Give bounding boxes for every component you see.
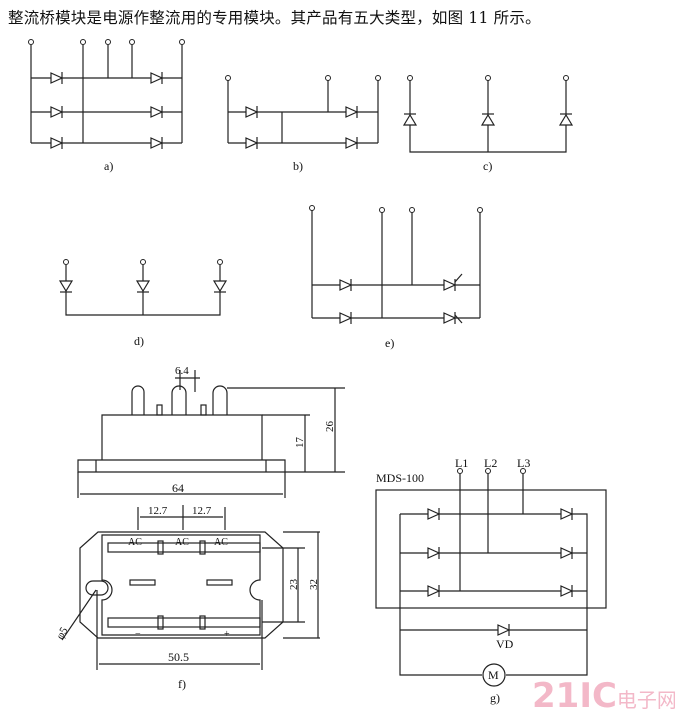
- pin-ac-3: AC: [214, 537, 228, 548]
- dim-hole-diameter: φ5: [54, 625, 71, 642]
- circuit-e: e): [309, 205, 483, 350]
- label-d: d): [134, 334, 144, 348]
- circuit-g: MDS-100 L1 L2 L3 VD M g): [375, 456, 607, 705]
- pin-ac-2: AC: [175, 537, 189, 548]
- dim-spacing-1: 12.7: [148, 505, 168, 517]
- dim-hole-distance: 50.5: [168, 650, 189, 664]
- module-name: MDS-100: [376, 471, 424, 485]
- terminal-l1: L1: [455, 456, 468, 470]
- dim-length: 64: [172, 481, 184, 495]
- motor: M: [488, 668, 499, 682]
- dim-width-inner: 23: [288, 579, 300, 591]
- terminal-l3: L3: [517, 456, 530, 470]
- module-side-view: 6.4 17 26 64: [77, 365, 345, 498]
- dim-width-total: 32: [308, 579, 320, 590]
- dim-pin-pitch: 6.4: [175, 365, 189, 377]
- label-e: e): [385, 336, 394, 350]
- terminal-l2: L2: [484, 456, 497, 470]
- pin-plus: +: [224, 629, 230, 640]
- dim-height-body: 17: [294, 437, 306, 449]
- circuit-a: a): [28, 39, 185, 173]
- circuit-c: c): [403, 75, 573, 173]
- watermark: 21IC电子网: [532, 676, 675, 716]
- label-f: f): [178, 677, 186, 691]
- circuit-b: b): [225, 75, 381, 173]
- dim-height-total: 26: [324, 421, 336, 433]
- pin-minus: −: [135, 629, 141, 640]
- circuit-d: d): [59, 259, 227, 348]
- module-top-view: AC AC AC − + 12.7 12.7 23 32 50.5 φ5 f): [54, 505, 320, 691]
- diode-vd: VD: [496, 637, 514, 651]
- pin-ac-1: AC: [128, 537, 142, 548]
- label-g: g): [490, 691, 500, 705]
- label-a: a): [104, 159, 113, 173]
- dim-spacing-2: 12.7: [192, 505, 212, 517]
- caption: 整流桥模块是电源作整流用的专用模块。其产品有五大类型，如图 11 所示。: [8, 9, 541, 27]
- label-c: c): [483, 159, 492, 173]
- label-b: b): [293, 159, 303, 173]
